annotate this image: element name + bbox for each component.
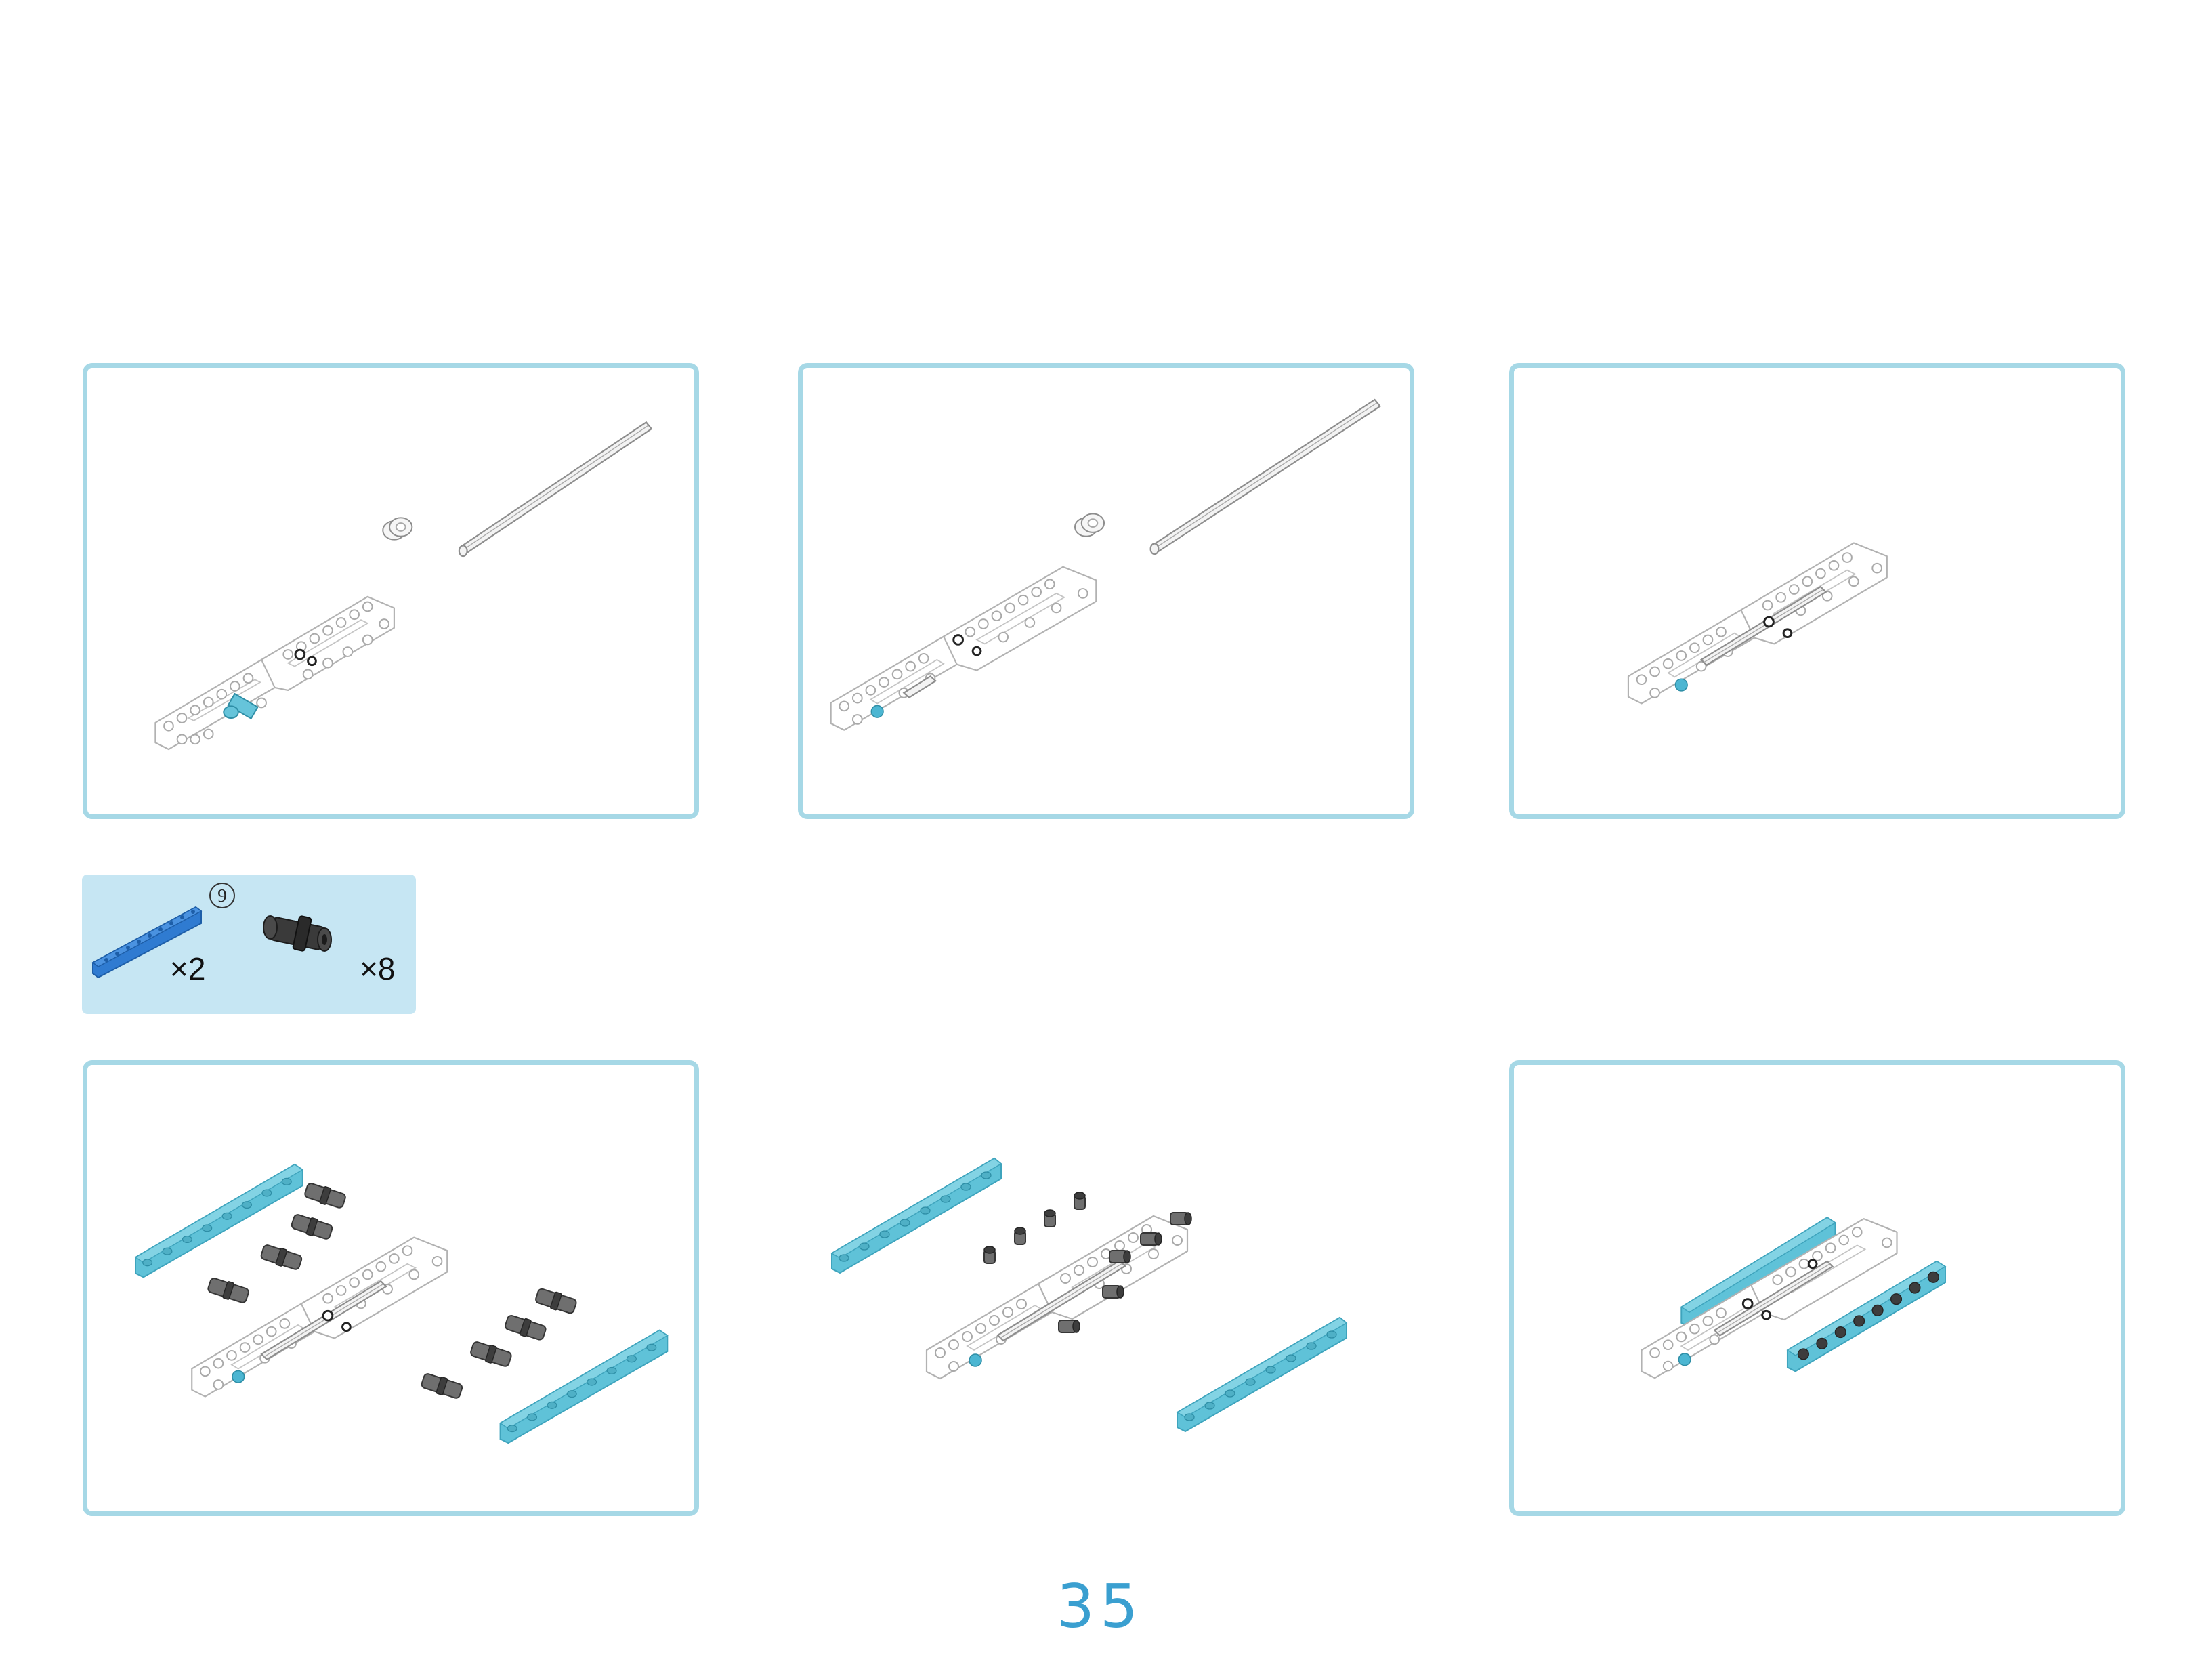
step-6-illustration xyxy=(1641,1217,1947,1379)
blue-beam-back xyxy=(1680,1217,1836,1328)
frame-pair xyxy=(830,566,1097,731)
black-pin-icon xyxy=(263,915,332,952)
page-number: 35 xyxy=(1057,1572,1143,1641)
step-4-illustration xyxy=(134,1163,669,1444)
frame-holes xyxy=(935,1224,1183,1372)
pin-hole-marker xyxy=(1763,616,1775,628)
bushing xyxy=(1074,513,1105,537)
pin-hole-marker xyxy=(1807,1259,1818,1269)
black-pins xyxy=(207,1183,577,1399)
frame-holes xyxy=(163,601,390,745)
blue-beam-left xyxy=(830,1157,1002,1274)
assembled-frames xyxy=(1641,1218,1898,1379)
parts-icons xyxy=(91,906,332,979)
blue-pin-end xyxy=(1674,678,1688,692)
frame-pair xyxy=(154,595,395,751)
blue-beam-right xyxy=(499,1329,669,1444)
pin-hole-marker xyxy=(307,656,317,667)
assembled-frames xyxy=(1627,542,1888,705)
step-panel-3 xyxy=(1509,363,2125,819)
pin-hole-marker xyxy=(971,646,982,656)
blue-pin-end xyxy=(870,705,884,718)
bushing xyxy=(382,517,413,541)
axle xyxy=(1149,398,1381,555)
blue-pin-end xyxy=(969,1353,982,1367)
blue-beam-icon xyxy=(91,906,203,979)
step-panel-4 xyxy=(83,1060,699,1516)
step-3-illustration xyxy=(1627,542,1888,705)
pin-hole-marker xyxy=(1741,1298,1754,1309)
pin-quantity: ×8 xyxy=(360,951,396,986)
step-panel-2 xyxy=(798,363,1414,819)
blue-pin-end xyxy=(1678,1353,1691,1366)
blue-pin-end xyxy=(232,1370,245,1383)
pin-hole-marker xyxy=(341,1322,352,1332)
pin-hole-marker xyxy=(294,648,306,660)
inserted-black-pins xyxy=(983,1192,1192,1333)
blue-beam-right xyxy=(1176,1316,1348,1433)
step-2-illustration xyxy=(830,398,1381,731)
axle xyxy=(458,421,653,558)
frame-holes xyxy=(199,1245,443,1390)
step-panel-5 xyxy=(798,1060,1414,1516)
blue-beam-front xyxy=(1786,1260,1947,1372)
pin-hole-marker xyxy=(1782,628,1793,639)
pin-hole-marker xyxy=(952,634,964,646)
beam-size-label: 9 xyxy=(209,883,235,908)
frame-holes xyxy=(1649,1226,1892,1372)
pin-hole-marker xyxy=(322,1309,334,1322)
parts-list-box: 9 ×2 ×8 xyxy=(82,875,416,1014)
beam-quantity: ×2 xyxy=(170,951,206,986)
blue-pin xyxy=(223,692,259,720)
step-panel-1 xyxy=(83,363,699,819)
step-5-illustration xyxy=(830,1157,1348,1433)
blue-beam-left xyxy=(134,1163,304,1278)
pin-hole-marker xyxy=(1761,1309,1771,1320)
step-1-illustration xyxy=(154,421,653,751)
assembled-frames xyxy=(191,1236,448,1398)
step-panel-6 xyxy=(1509,1060,2125,1516)
